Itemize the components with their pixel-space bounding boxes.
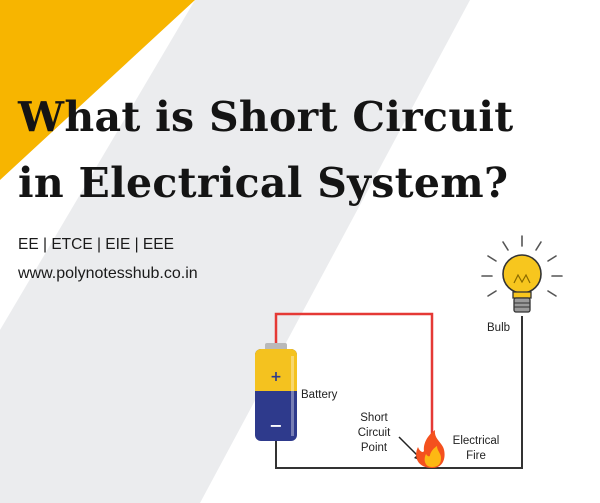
gray-diagonal-stripe	[0, 0, 470, 503]
fire-icon	[416, 430, 445, 468]
live-wire	[274, 312, 434, 447]
branch-tags: EE | ETCE | EIE | EEE	[18, 236, 174, 253]
yellow-corner-triangle	[0, 0, 195, 180]
short-point-label-line-1: Short	[360, 412, 388, 424]
short-point-label-line-3: Point	[361, 442, 388, 454]
battery-plus-sign: +	[270, 369, 282, 385]
battery-label: Battery	[301, 389, 338, 401]
fire-label-line-2: Fire	[466, 450, 486, 462]
website-url: www.polynotesshub.co.in	[18, 265, 198, 282]
light-bulb-icon	[481, 235, 563, 313]
battery-minus-sign: −	[269, 416, 282, 435]
title-line-2: in Electrical System?	[18, 159, 509, 207]
battery-icon: + −	[255, 343, 297, 441]
return-wire	[275, 316, 523, 469]
title-line-1: What is Short Circuit	[18, 93, 514, 141]
short-point-label-line-2: Circuit	[358, 427, 391, 439]
bulb-label: Bulb	[487, 322, 510, 334]
fire-label-line-1: Electrical	[453, 435, 500, 447]
page-title: What is Short Circuit in Electrical Syst…	[18, 84, 514, 216]
